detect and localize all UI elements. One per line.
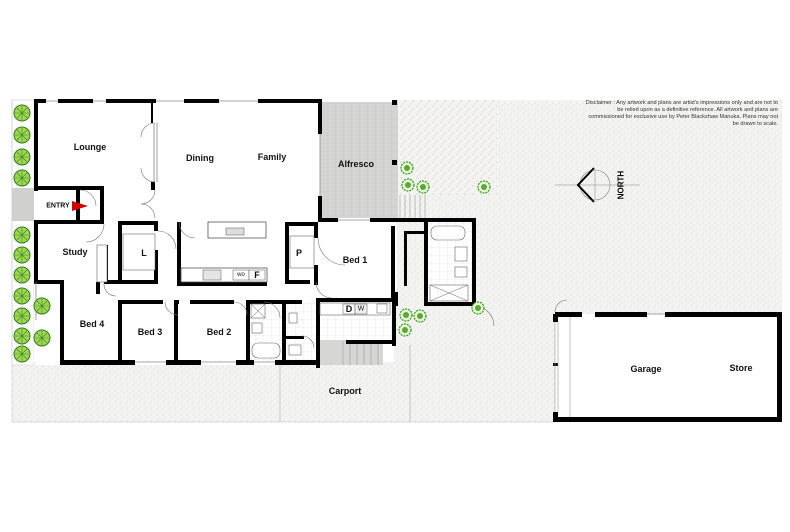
room-label-laundry: L — [141, 248, 147, 258]
label-dryer: D — [345, 304, 353, 314]
room-label-bed3: Bed 3 — [137, 327, 163, 337]
room-label-garage: Garage — [630, 364, 662, 374]
north-compass-icon — [555, 167, 640, 203]
label-fridge: F — [254, 270, 260, 280]
kitchen-island — [207, 221, 267, 239]
yard-garage-side — [497, 195, 557, 295]
carport-steps — [318, 340, 383, 365]
room-label-carport: Carport — [328, 386, 362, 396]
room-label-bed1: Bed 1 — [342, 255, 368, 265]
driveway-strip — [497, 292, 782, 314]
garden-bed — [397, 100, 497, 195]
room-label-family: Family — [257, 152, 287, 162]
room-label-alfresco: Alfresco — [337, 159, 375, 169]
room-label-pantry: P — [295, 248, 303, 258]
entry-arrow-icon — [72, 201, 88, 211]
alfresco-area — [320, 102, 398, 218]
yard-south-west — [12, 365, 280, 422]
room-label-store: Store — [729, 363, 753, 373]
room-label-dining: Dining — [186, 153, 214, 163]
garage — [553, 312, 782, 422]
label-wall-oven: wo — [237, 272, 245, 278]
north-label: NORTH — [616, 170, 626, 200]
room-label-entry: ENTRY — [46, 202, 70, 210]
room-label-bed4: Bed 4 — [79, 319, 105, 329]
room-label-lounge: Lounge — [73, 142, 107, 152]
label-washer: W — [357, 305, 365, 313]
room-label-study: Study — [62, 247, 88, 257]
disclaimer-text: Disclaimer : Any artwork and plans are a… — [585, 100, 778, 127]
room-label-bed2: Bed 2 — [206, 327, 232, 337]
